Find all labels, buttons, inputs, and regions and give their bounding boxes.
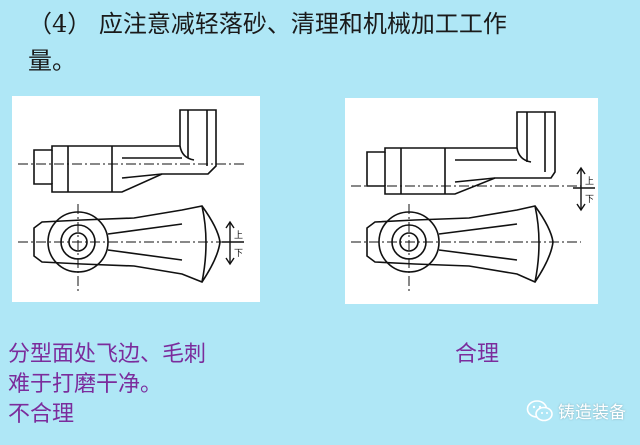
caption-unreasonable: 分型面处飞边、毛刺 难于打磨干净。 不合理 [8, 340, 308, 430]
caption-left-line-3: 不合理 [8, 402, 75, 427]
figure-left-panel: 上 下 [12, 96, 260, 302]
parting-mark-top: 上 [234, 230, 243, 241]
caption-left-line-1: 分型面处飞边、毛刺 [8, 342, 207, 367]
heading-line-2: 量。 [28, 47, 76, 75]
caption-reasonable: 合理 [455, 340, 535, 370]
page-heading: （4） 应注意减轻落砂、清理和机械加工工作 量。 [28, 6, 628, 80]
wechat-icon [526, 399, 553, 421]
figure-left-drawing: 上 下 [18, 109, 244, 292]
parting-mark-bottom: 下 [585, 195, 594, 205]
parting-mark-bottom: 下 [234, 249, 243, 259]
figure-right-panel: 上 下 [345, 98, 598, 304]
caption-right-text: 合理 [455, 342, 500, 367]
caption-left-line-2: 难于打磨干净。 [8, 372, 163, 397]
heading-line-1: （4） 应注意减轻落砂、清理和机械加工工作 [28, 10, 507, 38]
watermark-text: 铸造装备 [558, 403, 626, 423]
parting-mark-top: 上 [585, 176, 594, 187]
figure-right-drawing: 上 下 [351, 111, 595, 294]
watermark: 铸造装备 [526, 398, 626, 423]
